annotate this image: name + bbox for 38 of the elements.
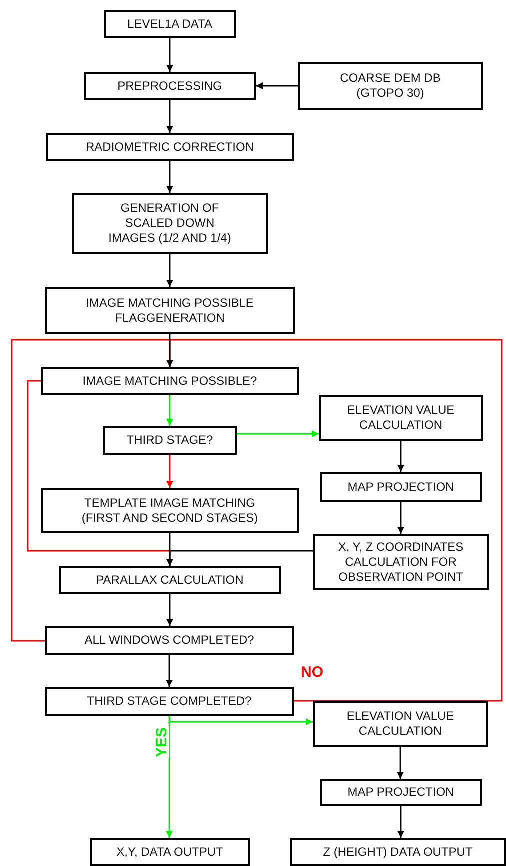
process-box: Z (HEIGHT) DATA OUTPUT: [290, 838, 506, 866]
process-box: GENERATION OF SCALED DOWN IMAGES (1/2 AND 1/4): [72, 193, 268, 254]
arrow: [166, 254, 174, 287]
arrow: [166, 395, 174, 426]
process-box: IMAGE MATCHING POSSIBLE?: [41, 367, 299, 395]
edge-label: YES: [154, 726, 169, 758]
arrow: [166, 594, 174, 626]
arrow: [166, 550, 313, 566]
arrow: [166, 455, 174, 488]
process-box: MAP PROJECTION: [320, 779, 482, 806]
arrow: [166, 334, 174, 367]
process-box: ALL WINDOWS COMPLETED?: [45, 626, 294, 655]
arrow: [398, 441, 404, 472]
arrow: [397, 747, 404, 779]
arrow: [398, 502, 404, 534]
process-box: X,Y, DATA OUTPUT: [90, 838, 250, 866]
arrow: [166, 655, 173, 687]
process-box: ELEVATION VALUE CALCULATION: [319, 395, 483, 441]
arrow: [256, 82, 298, 90]
edge-label: NO: [300, 665, 324, 680]
process-box: LEVEL1A DATA: [104, 10, 236, 38]
process-box: TEMPLATE IMAGE MATCHING (FIRST AND SECOND STAGES): [41, 488, 299, 533]
arrow: [168, 716, 313, 726]
arrow: [166, 161, 174, 193]
process-box: COARSE DEM DB (GTOPO 30): [298, 62, 483, 110]
process-box: PARALLAX CALCULATION: [59, 566, 281, 594]
arrow: [237, 430, 319, 438]
process-box: THIRD STAGE COMPLETED?: [45, 687, 294, 716]
process-box: RADIOMETRIC CORRECTION: [46, 133, 294, 161]
process-box: IMAGE MATCHING POSSIBLE FLAGGENERATION: [45, 287, 295, 334]
arrow: [166, 100, 174, 133]
arrow: [398, 806, 404, 838]
process-box: THIRD STAGE?: [103, 426, 237, 455]
process-box: ELEVATION VALUE CALCULATION: [313, 701, 488, 747]
process-box: X, Y, Z COORDINATES CALCULATION FOR OBSERVATION POINT: [313, 534, 489, 590]
process-box: PREPROCESSING: [84, 72, 256, 100]
arrow: [166, 38, 174, 72]
process-box: MAP PROJECTION: [320, 472, 482, 502]
